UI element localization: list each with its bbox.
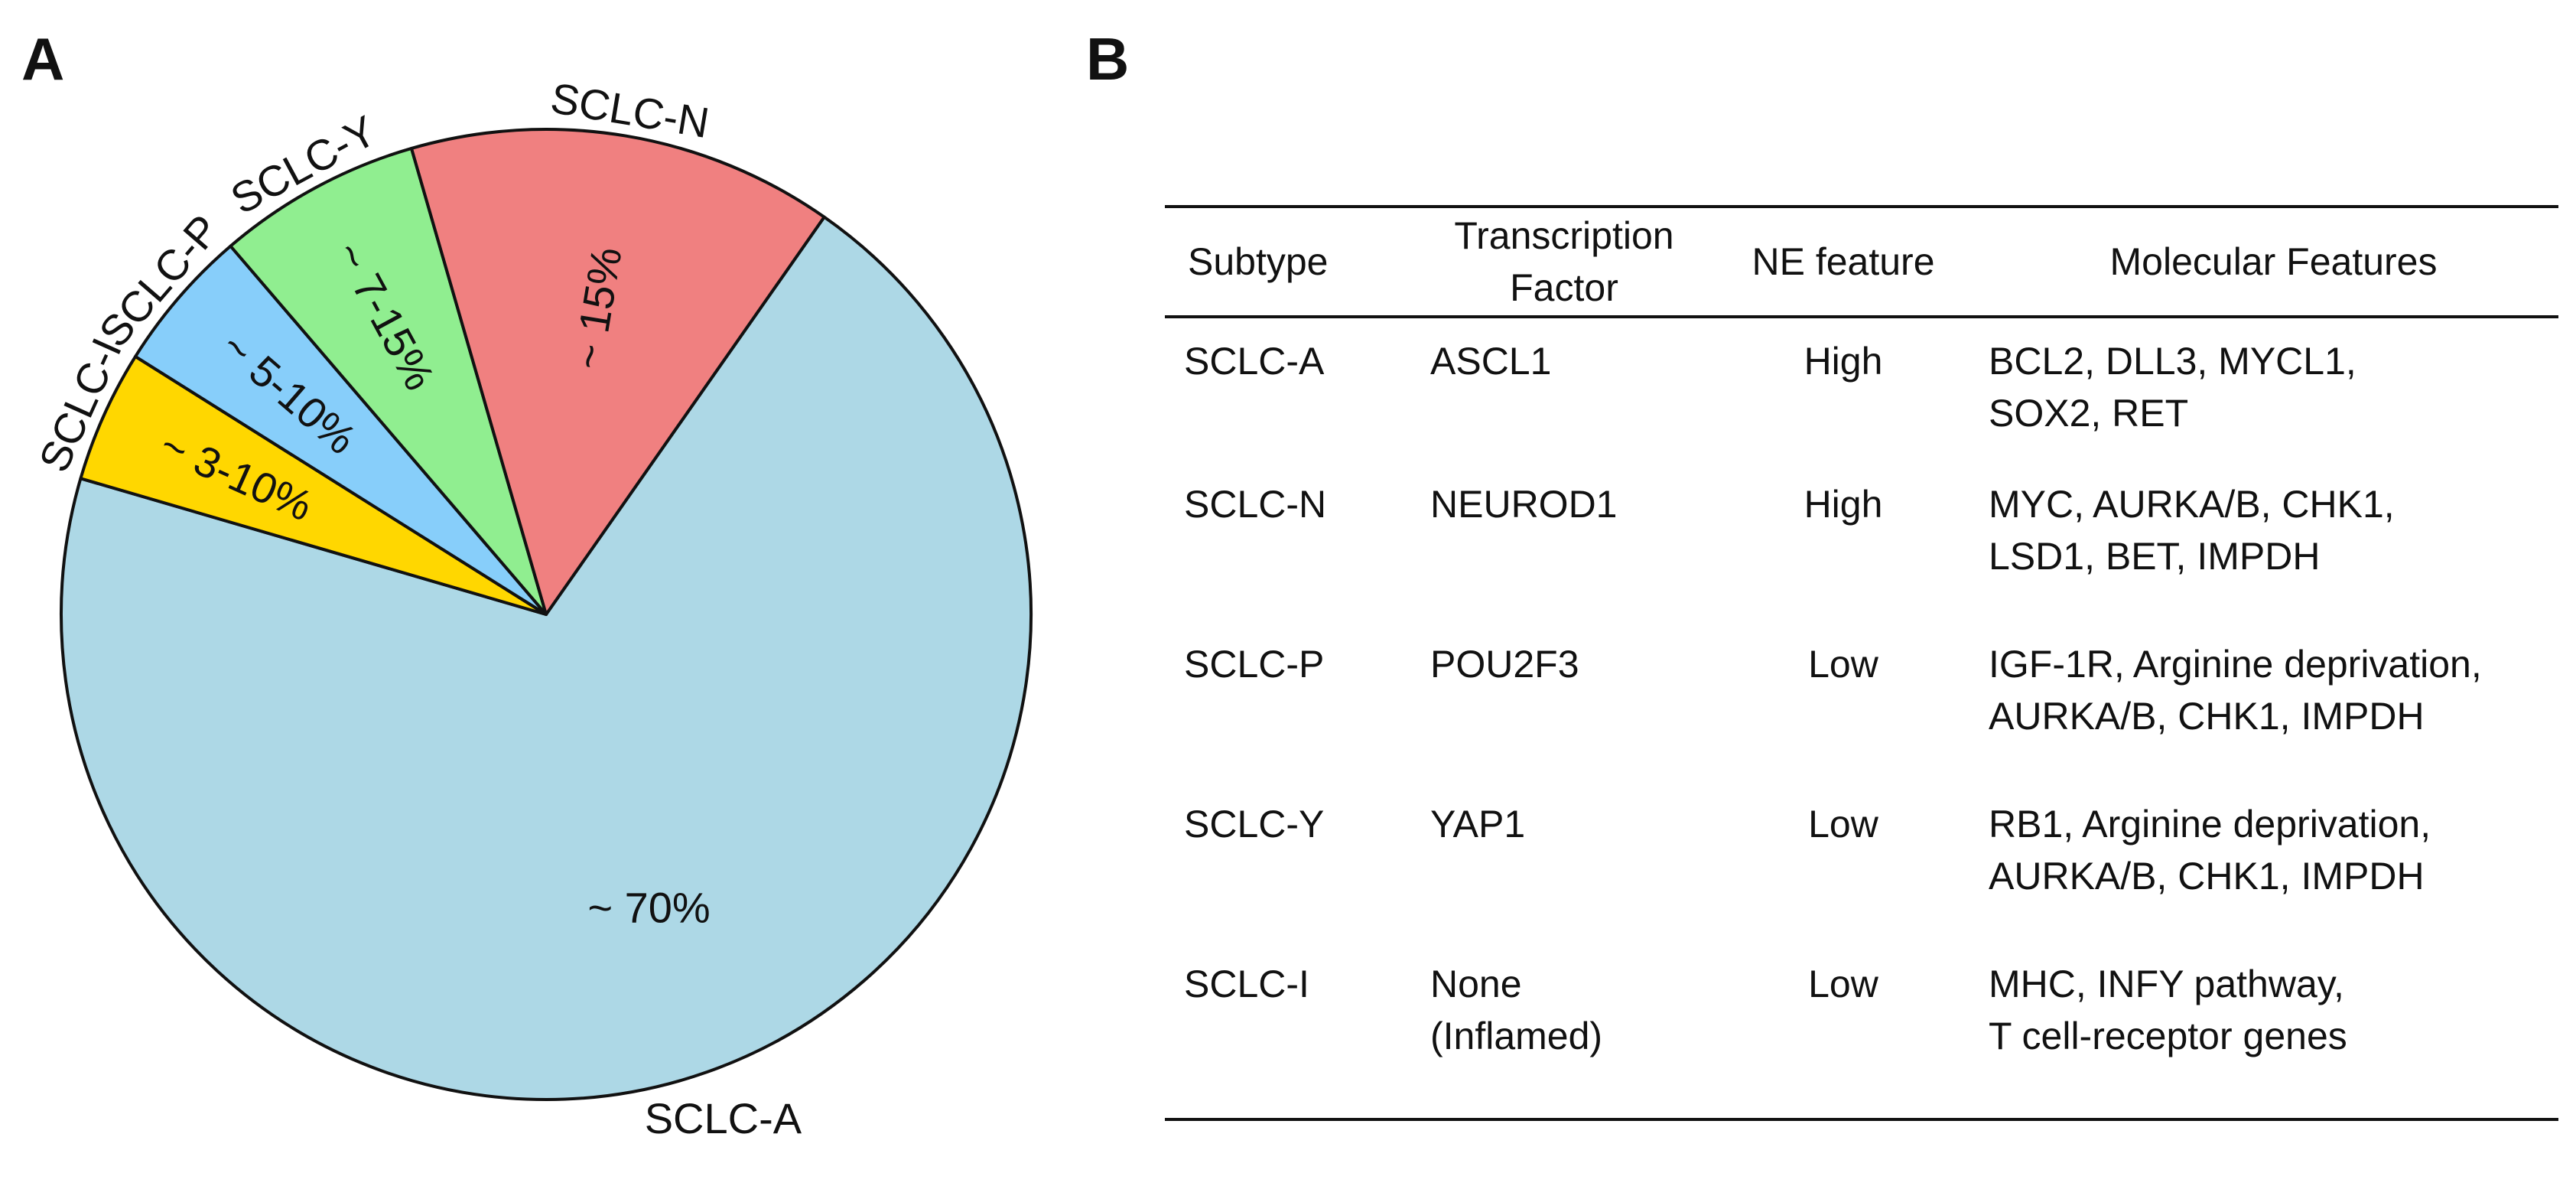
cell-subtype: SCLC-Y bbox=[1184, 803, 1325, 846]
cell-line: MYC, AURKA/B, CHK1, bbox=[1989, 483, 2395, 526]
pie-slice-sclc-y bbox=[229, 146, 548, 616]
cell-transcription-factor: ASCL1 bbox=[1430, 317, 1698, 478]
cell-line: LSD1, BET, IMPDH bbox=[1989, 535, 2321, 578]
header-text: Molecular Features bbox=[2109, 240, 2438, 283]
cell-molecular-features: BCL2, DLL3, MYCL1, SOX2, RET bbox=[1989, 317, 2558, 478]
cell-line: (Inflamed) bbox=[1430, 1015, 1603, 1057]
panel-label-b: B bbox=[1086, 25, 1130, 93]
table-row: SCLC-Y YAP1 Low RB1, Arginine deprivation, A… bbox=[1165, 798, 2558, 958]
header-text: Transcription bbox=[1454, 214, 1674, 257]
header-subtype: Subtype bbox=[1165, 207, 1430, 317]
header-molecular-features: Molecular Features bbox=[1989, 207, 2558, 317]
cell-ne-feature: Low bbox=[1808, 963, 1878, 1005]
cell-transcription-factor: POU2F3 bbox=[1430, 638, 1698, 798]
cell-line: BCL2, DLL3, MYCL1, bbox=[1989, 340, 2356, 383]
cell-ne-feature: High bbox=[1804, 483, 1883, 526]
cell-ne-feature: Low bbox=[1808, 643, 1878, 686]
table-row: SCLC-A ASCL1 High BCL2, DLL3, MYCL1, SOX2, R… bbox=[1165, 317, 2558, 478]
cell-molecular-features: MHC, INFY pathway, T cell-receptor genes bbox=[1989, 958, 2558, 1119]
cell-line: SOX2, RET bbox=[1989, 392, 2189, 435]
pie-slice-sclc-a bbox=[60, 215, 1033, 1101]
pie-slice-sclc-p bbox=[134, 244, 548, 616]
pie-name-label-sclc-a: SCLC-A bbox=[645, 1094, 802, 1142]
cell-line: POU2F3 bbox=[1430, 643, 1579, 686]
cell-line: RB1, Arginine deprivation, bbox=[1989, 803, 2431, 846]
cell-transcription-factor: None (Inflamed) bbox=[1430, 958, 1698, 1119]
cell-line: None bbox=[1430, 963, 1522, 1005]
header-text: NE feature bbox=[1751, 240, 1935, 283]
cell-line: AURKA/B, CHK1, IMPDH bbox=[1989, 695, 2425, 738]
table-row: SCLC-P POU2F3 Low IGF-1R, Arginine deprivat… bbox=[1165, 638, 2558, 798]
cell-line: MHC, INFY pathway, bbox=[1989, 963, 2344, 1005]
cell-ne-feature: Low bbox=[1808, 803, 1878, 846]
cell-molecular-features: IGF-1R, Arginine deprivation, AURKA/B, CH… bbox=[1989, 638, 2558, 798]
header-text: Subtype bbox=[1188, 240, 1329, 283]
header-text: Factor bbox=[1510, 266, 1618, 309]
cell-line: YAP1 bbox=[1430, 803, 1526, 846]
cell-subtype: SCLC-N bbox=[1184, 483, 1327, 526]
pie-percent-label-sclc-a: ~ 70% bbox=[587, 883, 710, 931]
cell-line: T cell-receptor genes bbox=[1989, 1015, 2347, 1057]
cell-subtype: SCLC-P bbox=[1184, 643, 1325, 686]
pie-chart: ~ 70%SCLC-A~ 3-10%SCLC-I~ 5-10%SCLC-P~ 7… bbox=[29, 73, 1033, 1142]
panel-label-a: A bbox=[21, 25, 65, 93]
cell-line: NEUROD1 bbox=[1430, 483, 1618, 526]
pie-slice-sclc-n bbox=[409, 128, 826, 616]
cell-line: IGF-1R, Arginine deprivation, bbox=[1989, 643, 2482, 686]
cell-transcription-factor: NEUROD1 bbox=[1430, 478, 1698, 638]
header-ne-feature: NE feature bbox=[1698, 207, 1989, 317]
cell-ne-feature: High bbox=[1804, 340, 1883, 383]
cell-molecular-features: MYC, AURKA/B, CHK1, LSD1, BET, IMPDH bbox=[1989, 478, 2558, 638]
cell-subtype: SCLC-A bbox=[1184, 340, 1325, 383]
table-row: SCLC-I None (Inflamed) Low MHC, INFY pathway… bbox=[1165, 958, 2558, 1119]
cell-line: AURKA/B, CHK1, IMPDH bbox=[1989, 855, 2425, 898]
cell-transcription-factor: YAP1 bbox=[1430, 798, 1698, 958]
cell-molecular-features: RB1, Arginine deprivation, AURKA/B, CHK1,… bbox=[1989, 798, 2558, 958]
pie-slice-sclc-i bbox=[79, 354, 548, 616]
table-row: SCLC-N NEUROD1 High MYC, AURKA/B, CHK1, LSD1… bbox=[1165, 478, 2558, 638]
cell-line: ASCL1 bbox=[1430, 340, 1552, 383]
cell-subtype: SCLC-I bbox=[1184, 963, 1309, 1005]
pie-slices bbox=[60, 128, 1033, 1101]
